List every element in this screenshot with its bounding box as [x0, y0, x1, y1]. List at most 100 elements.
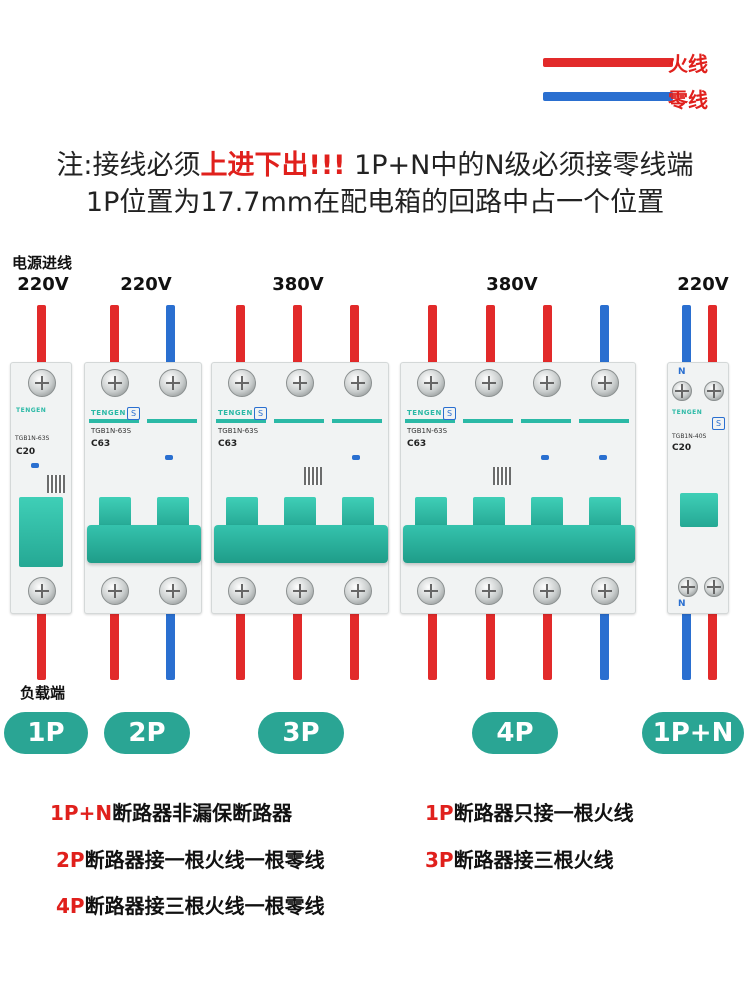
label-strip [216, 419, 266, 423]
description-text: 断路器非漏保断路器 [112, 801, 293, 825]
qr-code-icon [493, 467, 511, 485]
rating-label: C63 [91, 439, 111, 449]
power-in-label: 电源进线 [12, 254, 73, 272]
rating-label: C20 [16, 447, 36, 457]
voltage-label-2p: 220V [120, 274, 172, 295]
neutral-wire-out [600, 610, 609, 680]
live-wire-in [293, 305, 302, 367]
model-label: TGB1N-63S [407, 427, 448, 435]
indicator-icon [541, 455, 549, 460]
live-wire-in [708, 305, 717, 367]
terminal-screw-icon [533, 369, 561, 397]
terminal-screw-icon [28, 369, 56, 397]
description-prefix: 3P [425, 848, 454, 872]
label-strip [579, 419, 629, 423]
terminal-screw-icon [417, 577, 445, 605]
live-wire-out [428, 610, 437, 680]
qr-code-icon [304, 467, 322, 485]
s-badge-icon: S [443, 407, 456, 420]
terminal-screw-icon [286, 369, 314, 397]
description-prefix: 1P [425, 801, 454, 825]
label-strip [521, 419, 571, 423]
terminal-screw-icon [101, 577, 129, 605]
terminal-screw-icon [159, 369, 187, 397]
breaker-3p: TENGEN S TGB1N-63S C63 [211, 362, 389, 614]
live-wire-out [350, 610, 359, 680]
live-wire-out [236, 610, 245, 680]
brand-label: TENGEN [91, 409, 126, 417]
description-3p: 3P断路器接三根火线 [425, 844, 614, 873]
load-end-label: 负载端 [20, 684, 66, 702]
description-1p: 1P断路器只接一根火线 [425, 797, 634, 826]
neutral-wire-in [600, 305, 609, 367]
toggle-handle [415, 497, 447, 527]
terminal-screw-icon [286, 577, 314, 605]
breaker-2p: TENGEN S TGB1N-63S C63 [84, 362, 202, 614]
terminal-screw-icon [228, 369, 256, 397]
rating-label: C20 [672, 443, 692, 453]
description-1p-n: 1P+N断路器非漏保断路器 [50, 797, 292, 826]
description-prefix: 4P [56, 894, 85, 918]
label-strip [89, 419, 139, 423]
model-label: TGB1N-63S [15, 435, 50, 442]
toggle-handle[interactable] [680, 493, 718, 527]
voltage-label-1p: 220V [17, 274, 69, 295]
neutral-wire-out [682, 610, 691, 680]
label-strip [274, 419, 324, 423]
label-strip [463, 419, 513, 423]
brand-label: TENGEN [16, 407, 47, 414]
toggle-bar[interactable] [87, 525, 201, 563]
toggle-handle [473, 497, 505, 527]
live-wire-out [110, 610, 119, 680]
note-emphasis: 上进下出!!! [200, 150, 346, 181]
brand-label: TENGEN [218, 409, 253, 417]
s-badge-icon: S [712, 417, 725, 430]
neutral-wire-in [682, 305, 691, 367]
brand-label: TENGEN [407, 409, 442, 417]
toggle-handle[interactable] [19, 497, 63, 567]
terminal-screw-icon [704, 381, 724, 401]
terminal-screw-icon [672, 381, 692, 401]
neutral-wire-out [166, 610, 175, 680]
breaker-1p: TENGEN TGB1N-63S C20 [10, 362, 72, 614]
label-strip [405, 419, 455, 423]
description-prefix: 2P [56, 848, 85, 872]
toggle-bar[interactable] [403, 525, 635, 563]
s-badge-icon: S [127, 407, 140, 420]
description-text: 断路器接三根火线一根零线 [84, 894, 325, 918]
terminal-screw-icon [101, 369, 129, 397]
voltage-label-1pn: 220V [677, 274, 729, 295]
description-2p: 2P断路器接一根火线一根零线 [56, 844, 325, 873]
toggle-handle [99, 497, 131, 527]
note-suffix: 1P+N中的N级必须接零线端 [354, 150, 694, 181]
neutral-mark-top: N [678, 367, 686, 377]
neutral-wire-legend-label: 零线 [668, 88, 708, 112]
qr-code-icon [47, 475, 65, 493]
breaker-4p: TENGEN S TGB1N-63S C63 [400, 362, 636, 614]
toggle-bar[interactable] [214, 525, 388, 563]
toggle-handle [589, 497, 621, 527]
terminal-screw-icon [159, 577, 187, 605]
voltage-label-4p: 380V [486, 274, 538, 295]
live-wire-legend-label: 火线 [668, 52, 708, 76]
indicator-icon [352, 455, 360, 460]
terminal-screw-icon [704, 577, 724, 597]
indicator-icon [599, 455, 607, 460]
model-label: TGB1N-40S [672, 433, 707, 440]
wiring-note-line2: 1P位置为17.7mm在配电箱的回路中占一个位置 [85, 187, 665, 218]
terminal-screw-icon [417, 369, 445, 397]
live-wire-out [543, 610, 552, 680]
description-text: 断路器接一根火线一根零线 [84, 848, 325, 872]
pill-2p: 2P [104, 712, 190, 754]
terminal-screw-icon [28, 577, 56, 605]
terminal-screw-icon [678, 577, 698, 597]
wiring-note-line1: 注:接线必须上进下出!!! 1P+N中的N级必须接零线端 [0, 143, 750, 182]
description-text: 断路器接三根火线 [453, 848, 614, 872]
live-wire-in [543, 305, 552, 367]
breaker-1p-n: N TENGEN S TGB1N-40S C20 N [667, 362, 729, 614]
terminal-screw-icon [475, 577, 503, 605]
live-wire-out [708, 610, 717, 680]
indicator-icon [165, 455, 173, 460]
terminal-screw-icon [591, 577, 619, 605]
live-wire-legend-line [543, 58, 673, 67]
